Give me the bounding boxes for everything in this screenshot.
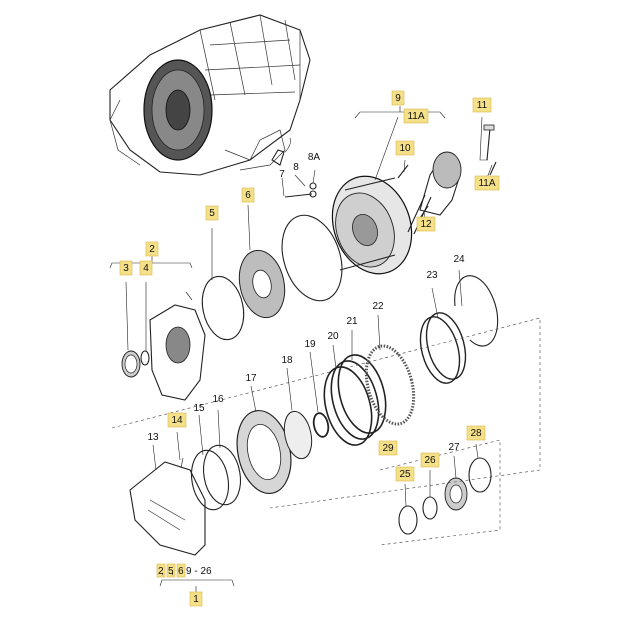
callout-highlight-c1 xyxy=(189,591,203,607)
callout-c29: 29 xyxy=(382,443,394,454)
callout-c11: 11 xyxy=(477,100,488,111)
callout-c22: 22 xyxy=(372,301,384,312)
ring-part-3-4 xyxy=(121,350,150,378)
drum-part-9 xyxy=(331,175,413,275)
callout-c8: 8 xyxy=(293,162,299,173)
transmission-housing xyxy=(109,14,311,176)
callout-c9: 9 xyxy=(395,93,401,104)
callout-highlight-c2 xyxy=(145,241,159,257)
piston-assembly xyxy=(236,409,330,495)
callout-c8a: 8A xyxy=(308,152,321,163)
svg-text:,: , xyxy=(161,566,164,577)
callout-c16: 16 xyxy=(212,394,224,405)
callout-c24: 24 xyxy=(453,254,465,265)
callout-c5: 5 xyxy=(209,208,215,219)
callout-highlight-c12 xyxy=(416,216,436,232)
bottom-group-label: 2 , 5 , 6 9 - 26 xyxy=(156,563,212,578)
callout-c18: 18 xyxy=(281,355,293,366)
orings-15-16 xyxy=(190,444,242,511)
callout-c3: 3 xyxy=(123,263,129,274)
housing-part-13 xyxy=(129,457,206,556)
svg-text:,: , xyxy=(171,566,174,577)
callout-highlight-c9 xyxy=(391,90,405,106)
callout-highlight-c6 xyxy=(241,187,255,203)
callout-highlight-c5 xyxy=(205,205,219,221)
bottom-item-2: 5 xyxy=(168,566,174,577)
callout-c26: 26 xyxy=(424,455,436,466)
callout-highlight-c28 xyxy=(466,425,486,441)
callout-highlight-c11a_right xyxy=(474,175,500,191)
callout-c2: 2 xyxy=(149,244,155,255)
callout-c1: 1 xyxy=(193,594,199,605)
bottom-item-3: 6 xyxy=(178,566,184,577)
leader-lines xyxy=(125,116,493,507)
bottom-range: 9 - 26 xyxy=(186,566,212,577)
callout-c14: 14 xyxy=(171,415,183,426)
callout-c6: 6 xyxy=(245,190,251,201)
callout-c10: 10 xyxy=(399,143,411,154)
callout-c25: 25 xyxy=(399,469,411,480)
callout-c4: 4 xyxy=(143,263,149,274)
disc-part-6 xyxy=(238,249,286,319)
callout-highlight-c26 xyxy=(420,452,440,468)
callout-highlight-c10 xyxy=(395,140,415,156)
callout-c19: 19 xyxy=(304,339,316,350)
small-rings xyxy=(398,457,492,535)
callout-highlight-c4 xyxy=(139,260,153,276)
callout-highlight-c11 xyxy=(472,97,492,113)
clutch-plates xyxy=(323,275,499,446)
callout-c21: 21 xyxy=(346,316,358,327)
callout-highlight-c11a_top xyxy=(403,108,429,124)
callout-c11a_right: 11A xyxy=(478,178,495,189)
large-oring xyxy=(281,214,343,302)
callout-c27: 27 xyxy=(448,442,460,453)
callout-highlight-c25 xyxy=(395,466,415,482)
callout-c13: 13 xyxy=(147,432,159,443)
oring-part-5 xyxy=(201,275,245,341)
callout-c20: 20 xyxy=(327,331,339,342)
callout-highlight-c29 xyxy=(378,440,398,456)
callout-c28: 28 xyxy=(470,428,482,439)
callout-highlight-c3 xyxy=(119,260,133,276)
callout-c15: 15 xyxy=(193,403,205,414)
callout-highlight-c14 xyxy=(167,412,187,428)
pump-cover-part-2 xyxy=(149,291,206,401)
callout-c11a_top: 11A xyxy=(407,111,424,122)
callout-c12: 12 xyxy=(420,219,432,230)
callout-c17: 17 xyxy=(245,373,257,384)
bottom-item-1: 2 xyxy=(158,566,164,577)
callout-c23: 23 xyxy=(426,270,438,281)
callout-c7: 7 xyxy=(279,169,285,180)
